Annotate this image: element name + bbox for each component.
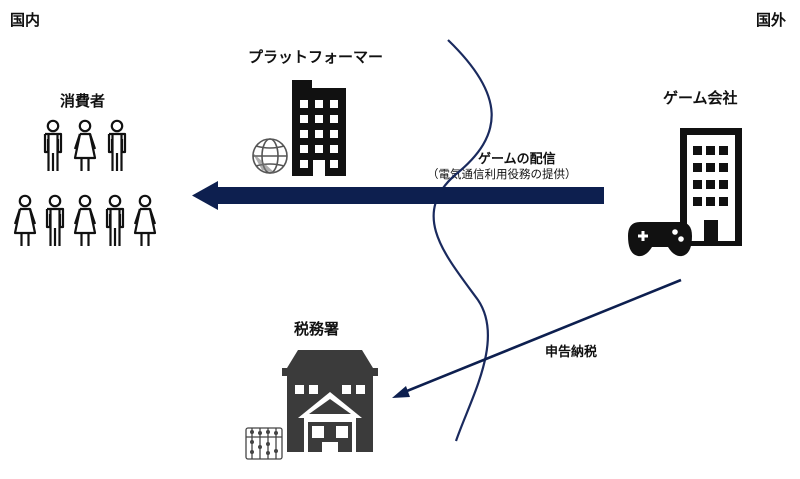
building-icon xyxy=(292,80,346,176)
region-label-foreign: 国外 xyxy=(756,11,787,29)
person-icon xyxy=(43,119,63,173)
person-icon xyxy=(13,194,37,248)
person-icon xyxy=(45,194,65,248)
distribution-sublabel: （電気通信利用役務の提供） xyxy=(427,167,577,181)
building-icon xyxy=(680,128,742,246)
person-icon xyxy=(107,119,127,173)
consumers-label: 消費者 xyxy=(60,92,106,110)
border-line xyxy=(432,39,493,442)
person-icon xyxy=(133,194,157,248)
building-icon xyxy=(282,350,378,452)
region-label-domestic: 国内 xyxy=(10,11,41,29)
distribution-label: ゲームの配信 xyxy=(478,152,556,167)
game-company-label: ゲーム会社 xyxy=(663,89,738,107)
globe-icon xyxy=(252,138,288,174)
platformer-label: プラットフォーマー xyxy=(248,48,384,66)
gamepad-icon xyxy=(628,222,692,257)
distribution-arrow xyxy=(192,181,604,210)
tax-filing-label: 申告納税 xyxy=(545,345,598,360)
person-icon xyxy=(73,194,97,248)
consumers-group xyxy=(13,119,157,248)
abacus-icon xyxy=(245,427,283,460)
tax-filing-arrow xyxy=(392,278,682,398)
person-icon xyxy=(73,119,97,173)
tax-office-label: 税務署 xyxy=(294,320,340,338)
person-icon xyxy=(105,194,125,248)
